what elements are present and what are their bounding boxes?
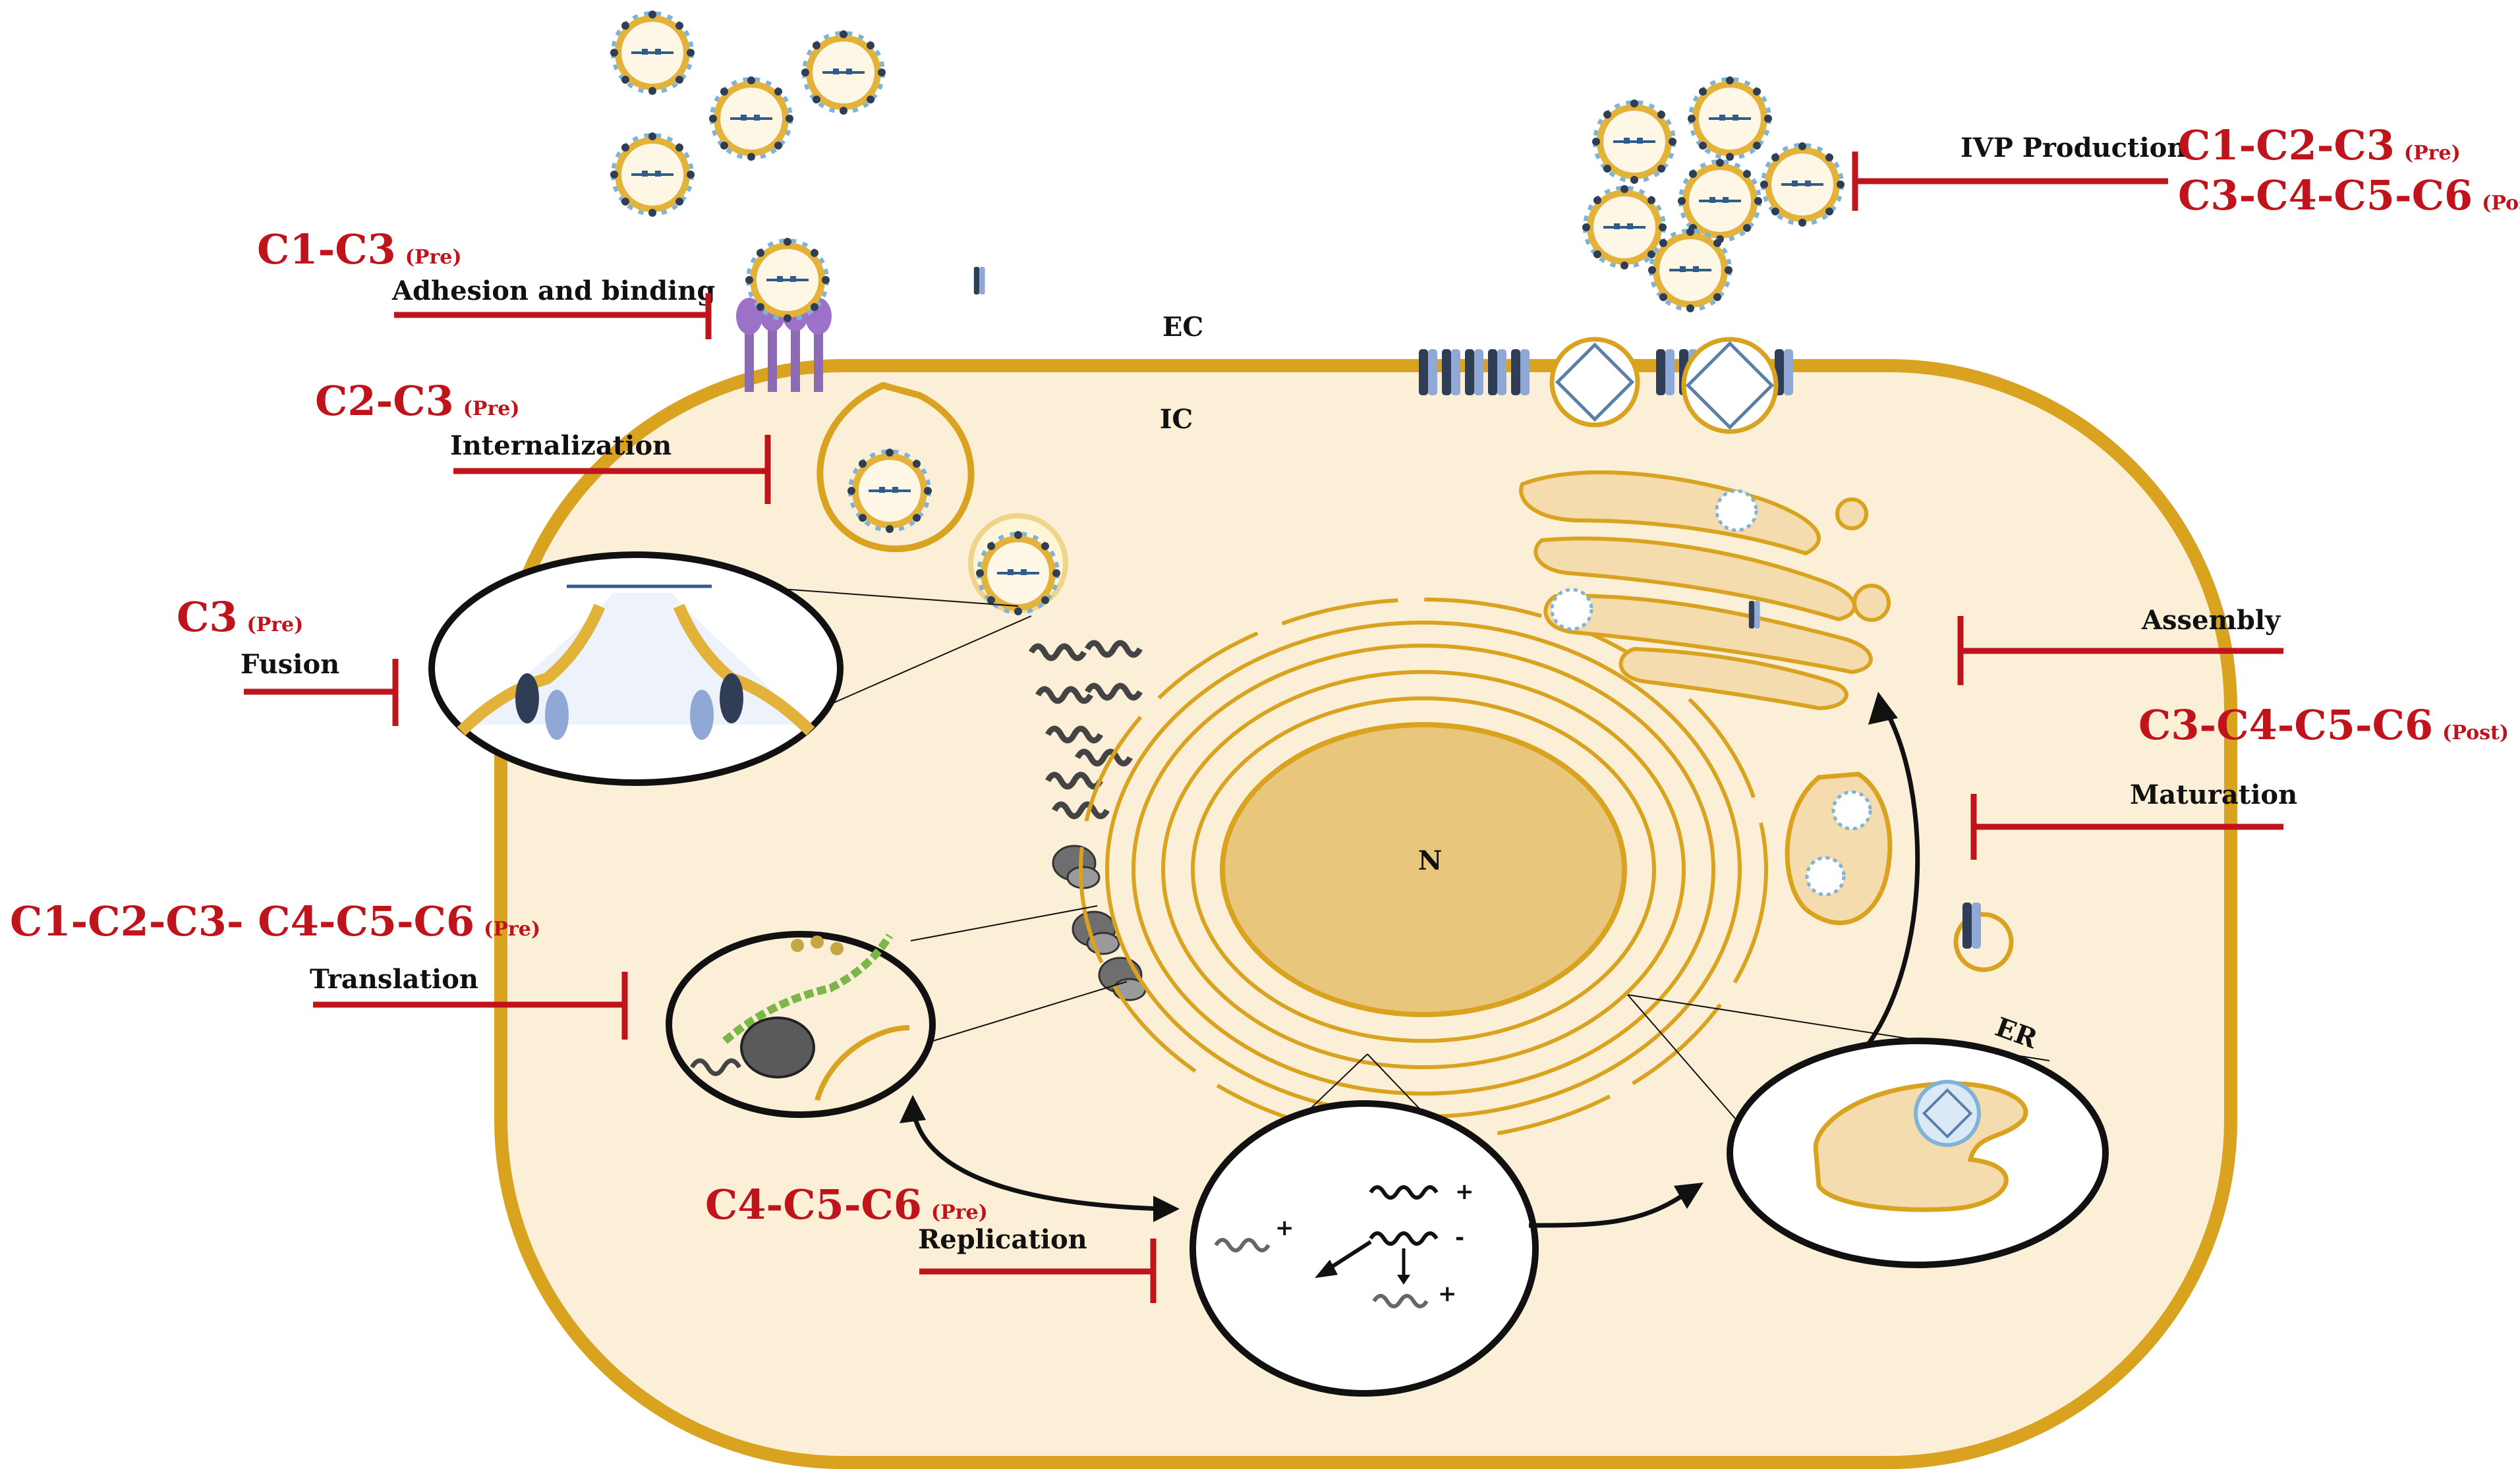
maturation-inhibition: Maturation	[1970, 779, 2297, 860]
assembly-inhibition: Assembly C3-C4-C5-C6(Post)	[1957, 605, 2509, 749]
assembly-compounds: C3-C4-C5-C6(Post)	[2138, 701, 2509, 749]
translation-zoom	[666, 931, 936, 1118]
minus-sign: -	[1455, 1225, 1464, 1251]
nucleus	[1220, 722, 1627, 1017]
replication-inhibition: C4-C5-C6(Pre) Replication	[705, 1181, 1157, 1303]
budding-virion	[1681, 337, 1779, 434]
internalized-virion	[847, 449, 932, 533]
golgi-apparatus	[973, 267, 1891, 711]
virion	[610, 11, 695, 95]
virion	[709, 76, 793, 161]
replication-compounds: C4-C5-C6(Pre)	[705, 1181, 988, 1229]
virion	[1760, 142, 1845, 227]
virion	[1582, 185, 1667, 269]
replication-zoom: + + - +	[1189, 1100, 1539, 1397]
virion	[801, 30, 886, 115]
endoplasmic-reticulum	[1079, 598, 1768, 1142]
vesicle-spike	[1962, 903, 1981, 949]
ivp-production-inhibition: IVP Production C1-C2-C3(Pre) C3-C4-C5-C6…	[1852, 121, 2520, 219]
fusion-zoom	[428, 551, 844, 786]
intracellular-label: IC	[1160, 404, 1193, 435]
maturation-label: Maturation	[2130, 779, 2297, 810]
extracellular-label: EC	[1162, 312, 1203, 343]
translation-replication-arrow	[910, 1106, 1164, 1212]
plus-sign: +	[1275, 1215, 1294, 1241]
ivp-compounds-post: C3-C4-C5-C6(Post)	[2178, 171, 2520, 219]
fusion-compounds: C3(Pre)	[177, 593, 303, 641]
fusion-inhibition: C3(Pre) Fusion	[177, 593, 399, 726]
adhesion-label: Adhesion and binding	[391, 275, 715, 306]
virion	[1648, 228, 1732, 312]
translation-inhibition: C1-C2-C3- C4-C5-C6(Pre) Translation	[10, 897, 628, 1040]
assembly-arrow	[1866, 707, 1920, 1046]
er-zoom	[1727, 1038, 2109, 1268]
plus-sign: +	[1438, 1281, 1457, 1307]
assembly-arrowhead	[1868, 692, 1898, 725]
translation-compounds: C1-C2-C3- C4-C5-C6(Pre)	[10, 897, 540, 945]
ivp-label: IVP Production	[1961, 132, 2186, 163]
adhesion-compounds: C1-C3(Pre)	[257, 225, 462, 273]
attaching-virion	[745, 238, 830, 322]
fusing-virion	[976, 531, 1060, 615]
budding-virion	[1549, 337, 1640, 428]
replication-er-arrow	[1528, 1190, 1689, 1228]
virion	[1592, 99, 1676, 184]
assembly-label: Assembly	[2141, 605, 2281, 636]
internalization-inhibition: C2-C3(Pre) Internalization	[315, 377, 771, 504]
virion	[610, 132, 695, 217]
nucleus-label: N	[1418, 845, 1443, 876]
internalization-compounds: C2-C3(Pre)	[315, 377, 520, 425]
ivp-compounds-pre: C1-C2-C3(Pre)	[2178, 121, 2461, 169]
virion	[1688, 76, 1772, 161]
replication-label: Replication	[918, 1224, 1087, 1255]
translation-label: Translation	[310, 964, 478, 995]
internalization-label: Internalization	[450, 430, 672, 461]
fusion-label: Fusion	[241, 649, 339, 680]
plus-sign: +	[1455, 1179, 1474, 1205]
adhesion-inhibition: C1-C3(Pre) Adhesion and binding	[257, 225, 715, 339]
